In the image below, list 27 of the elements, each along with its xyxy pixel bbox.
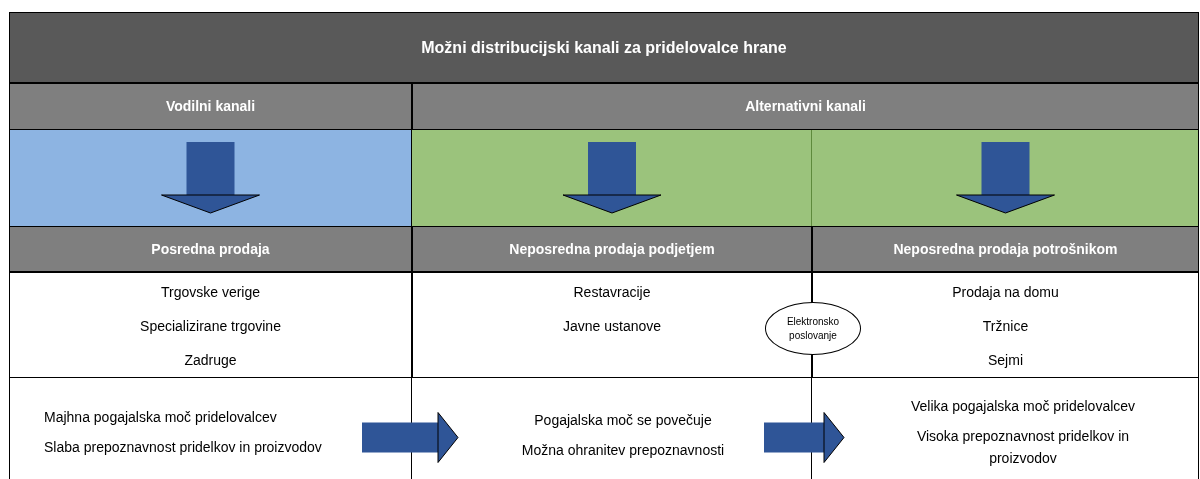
note-text: Visoka prepoznavnost pridelkov in proizvodov	[915, 427, 1131, 468]
list-item: Tržnice	[982, 317, 1029, 336]
note-text: Pogajalska moč se povečuje	[534, 411, 712, 430]
header-cell	[9, 226, 412, 272]
header-cell	[412, 83, 1199, 130]
note-text: Možna ohranitev prepoznavnosti	[521, 441, 725, 460]
header-cell	[9, 83, 412, 130]
header-text: Neposredna prodaja potrošnikom	[893, 239, 1118, 259]
list-item: Specializirane trgovine	[140, 317, 281, 336]
list-item: Sejmi	[988, 351, 1023, 370]
header-text: Posredna prodaja	[151, 239, 270, 259]
list-item: Trgovske verige	[160, 283, 261, 302]
header-text: Neposredna prodaja podjetjem	[509, 239, 715, 259]
table-cell	[9, 272, 412, 378]
list-item: Prodaja na domu	[952, 283, 1059, 302]
note-text: Majhna pogajalska moč pridelovalcev	[44, 408, 277, 427]
list-item: Javne ustanove	[562, 317, 662, 336]
list-item: Restavracije	[573, 283, 651, 302]
note-text: Velika pogajalska moč pridelovalcev	[910, 397, 1136, 416]
header-cell	[412, 226, 812, 272]
title-bar: Možni distribucijski kanali za pridelovalce hrane	[9, 12, 1199, 83]
list-item: Zadruge	[184, 351, 237, 370]
oval-text: Elektronsko poslovanje	[785, 314, 841, 343]
header-cell	[812, 226, 1199, 272]
note-text: Slaba prepoznavnost pridelkov in proizvodov	[44, 438, 322, 457]
header-text: Alternativni kanali	[745, 97, 866, 116]
header-text: Vodilni kanali	[165, 97, 256, 116]
